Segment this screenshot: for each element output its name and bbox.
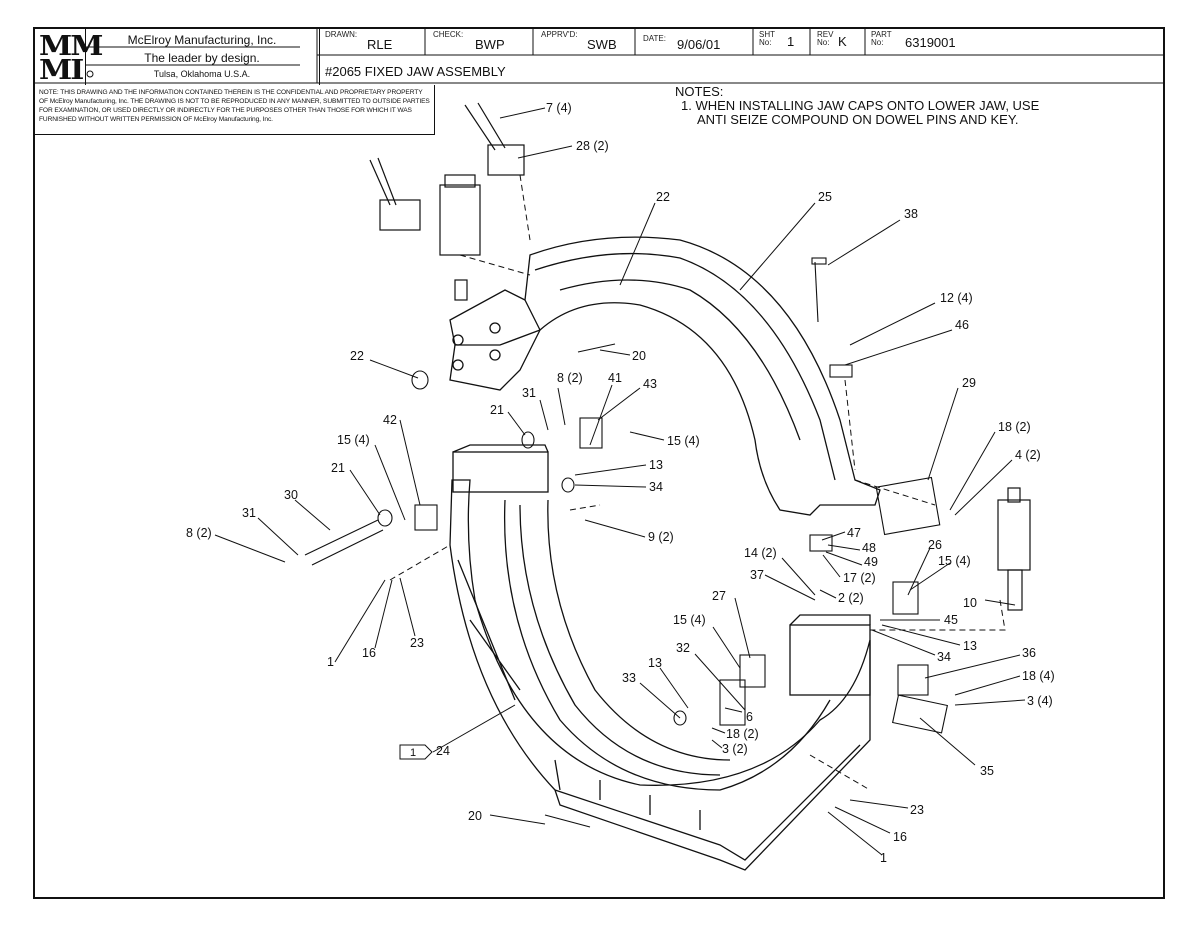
confidential-notice: NOTE: THIS DRAWING AND THE INFORMATION C…: [35, 85, 435, 135]
note-line-2: ANTI SEIZE COMPOUND ON DOWEL PINS AND KE…: [697, 112, 1019, 127]
drawing-sheet: MM MI McElroy Manufacturing, Inc. The le…: [33, 27, 1165, 899]
revision-flag-text: 1: [410, 747, 416, 759]
part-value: 6319001: [905, 35, 956, 50]
callout-label: 16: [893, 830, 907, 844]
callout-label: 24: [436, 744, 450, 758]
callout-label: 29: [962, 376, 976, 390]
callout-label: 3 (4): [1027, 694, 1053, 708]
callout-label: 7 (4): [546, 101, 572, 115]
callout-label: 30: [284, 488, 298, 502]
cylinder-right: [997, 487, 1031, 611]
company-block: McElroy Manufacturing, Inc. The leader b…: [85, 29, 320, 85]
callout-label: 6: [746, 710, 753, 724]
callout-label: 13: [963, 639, 977, 653]
company-location: Tulsa, Oklahoma U.S.A.: [153, 69, 251, 79]
callout-labels: 7 (4) 28 (2) 22 25 38 12 (4) 46 22 20 8 …: [186, 101, 1055, 865]
drawn-value: RLE: [367, 37, 393, 52]
rev-label: REV No:: [817, 30, 834, 47]
callout-label: 12 (4): [940, 291, 973, 305]
company-name: McElroy Manufacturing, Inc.: [127, 33, 277, 47]
cylinder-upper: [369, 102, 525, 301]
callout-label: 21: [331, 461, 345, 475]
callout-label: 25: [818, 190, 832, 204]
callout-label: 1: [327, 655, 334, 669]
revision-flag: 1: [399, 744, 433, 760]
callout-label: 28 (2): [576, 139, 609, 153]
callout-label: 23: [910, 803, 924, 817]
callout-label: 46: [955, 318, 969, 332]
apprvd-value: SWB: [587, 37, 617, 52]
callout-label: 8 (2): [557, 371, 583, 385]
callout-label: 2 (2): [838, 591, 864, 605]
callout-label: 35: [980, 764, 994, 778]
callout-label: 37: [750, 568, 764, 582]
callout-label: 41: [608, 371, 622, 385]
callout-label: 45: [944, 613, 958, 627]
drawn-label: DRAWN:: [325, 30, 358, 39]
company-tagline: The leader by design.: [144, 51, 260, 65]
callout-label: 34: [937, 650, 951, 664]
sht-value: 1: [787, 34, 795, 49]
logo-text-bottom: MI: [39, 54, 84, 87]
callout-label: 14 (2): [744, 546, 777, 560]
drawing-title: #2065 FIXED JAW ASSEMBLY: [325, 64, 506, 79]
callout-label: 13: [649, 458, 663, 472]
callout-label: 33: [622, 671, 636, 685]
callout-label: 10: [963, 596, 977, 610]
callout-label: 16: [362, 646, 376, 660]
callout-label: 27: [712, 589, 726, 603]
callout-label: 22: [350, 349, 364, 363]
callout-label: 17 (2): [843, 571, 876, 585]
note-line-1: 1. WHEN INSTALLING JAW CAPS ONTO LOWER J…: [681, 98, 1040, 113]
check-label: CHECK:: [433, 30, 464, 39]
callout-label: 34: [649, 480, 663, 494]
small-parts: [304, 257, 949, 828]
callout-label: 38: [904, 207, 918, 221]
callout-label: 47: [847, 526, 861, 540]
part-label: PART No:: [871, 30, 892, 47]
upper-jaw-ring: [449, 236, 881, 516]
callout-label: 31: [242, 506, 256, 520]
callout-label: 21: [490, 403, 504, 417]
callout-label: 32: [676, 641, 690, 655]
assembly-lines: [389, 174, 1006, 791]
callout-label: 23: [410, 636, 424, 650]
callout-label: 15 (4): [673, 613, 706, 627]
date-value: 9/06/01: [677, 37, 721, 52]
callout-label: 18 (2): [726, 727, 759, 741]
callout-label: 20: [468, 809, 482, 823]
callout-label: 49: [864, 555, 878, 569]
callout-label: 3 (2): [722, 742, 748, 756]
callout-label: 4 (2): [1015, 448, 1041, 462]
callout-label: 43: [643, 377, 657, 391]
callout-label: 48: [862, 541, 876, 555]
lower-jaw-ring: [449, 444, 871, 871]
date-label: DATE:: [643, 34, 666, 43]
callout-leaders: [214, 107, 1026, 856]
callout-label: 9 (2): [648, 530, 674, 544]
callout-label: 8 (2): [186, 526, 212, 540]
callout-label: 36: [1022, 646, 1036, 660]
callout-label: 18 (2): [998, 420, 1031, 434]
callout-label: 26: [928, 538, 942, 552]
check-value: BWP: [475, 37, 505, 52]
callout-label: 22: [656, 190, 670, 204]
callout-label: 15 (4): [337, 433, 370, 447]
callout-label: 31: [522, 386, 536, 400]
callout-label: 20: [632, 349, 646, 363]
callout-label: 18 (4): [1022, 669, 1055, 683]
rev-value: K: [838, 34, 847, 49]
callout-label: 15 (4): [938, 554, 971, 568]
notes-block: NOTES: 1. WHEN INSTALLING JAW CAPS ONTO …: [675, 85, 1039, 127]
apprvd-label: APPRV'D:: [541, 30, 578, 39]
callout-label: 42: [383, 413, 397, 427]
sht-label: SHT No:: [759, 30, 775, 47]
callout-label: 13: [648, 656, 662, 670]
notes-heading: NOTES:: [675, 84, 724, 99]
title-block-rules: [33, 27, 1165, 84]
callout-label: 15 (4): [667, 434, 700, 448]
callout-label: 1: [880, 851, 887, 865]
